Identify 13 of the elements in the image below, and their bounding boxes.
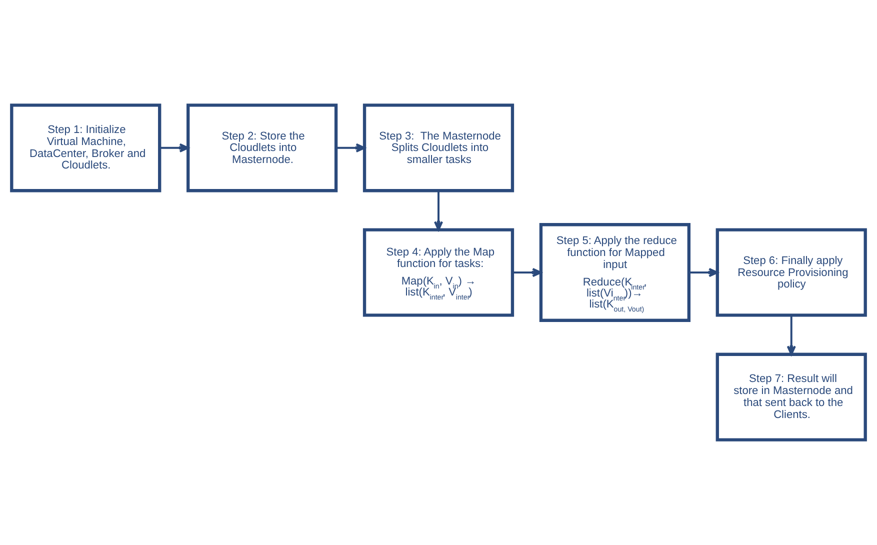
arrow [434,190,444,231]
node-box: Step 1: Initialize Virtual Machine, DataCenter, Broker and Cloudlets. [10,104,162,192]
node-box: Step 3: The Masternode Splits Cloudlets into smaller tasks [362,104,514,192]
node-box: Step 5: Apply the reduce function for Mapped input Reduce(K$_{inter}$, list(Vi$_{nter}$))→ list(K$_{out, Vout)}$ [539,223,690,322]
node-box: Step 6: Finally apply Resource Provisioning policy [716,228,867,317]
arrow [786,315,796,356]
arrow [336,143,366,152]
arrow [689,268,718,278]
arrow [160,143,189,152]
node-box: Step 4: Apply the Map function for tasks: Map(K$_{in}$, V$_{in}$) → list(K$_{inter}$, V$_{inter}$) [362,228,514,317]
node-box: Step 7: Result will store in Masternode and that sent back to the Clients. [716,352,867,442]
node-box: Step 2: Store the Cloudlets into Masternode. [186,104,338,192]
arrow [512,268,542,278]
